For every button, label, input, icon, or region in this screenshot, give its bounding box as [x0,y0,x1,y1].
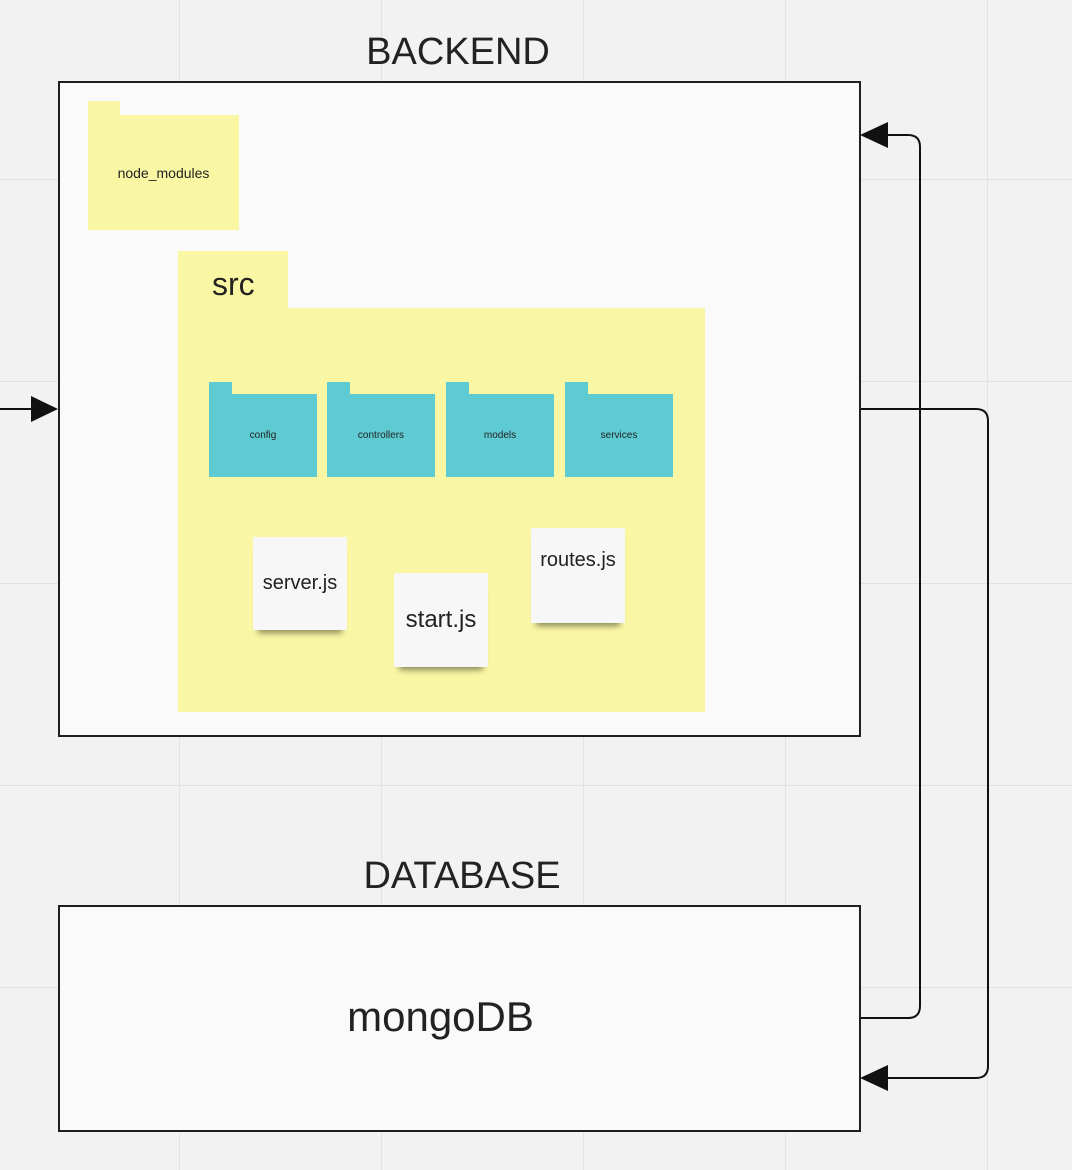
folder-tab: src [178,251,288,309]
node-modules-label: node_modules [117,164,210,181]
start-js-label: start.js [405,606,477,633]
routes-js-note[interactable]: routes.js [531,528,625,623]
start-js-note[interactable]: start.js [394,573,488,667]
backend-to-database-connector [861,408,989,1079]
routes-js-label: routes.js [540,549,616,571]
server-js-note[interactable]: server.js [253,537,347,630]
folder-tab [88,101,120,116]
models-folder[interactable]: models [446,382,554,477]
src-folder-label: src [212,266,255,302]
folder-tab [209,382,232,395]
database-to-backend-connector [861,134,921,1019]
incoming-arrowhead [31,396,58,422]
mongodb-label: mongoDB [347,993,534,1040]
backend-arrowhead [860,122,888,148]
database-arrowhead [860,1065,888,1091]
src-folder[interactable]: src config controllers models services s… [178,251,705,712]
node-modules-folder[interactable]: node_modules [88,101,239,230]
folder-tab [446,382,469,395]
services-folder-label: services [600,430,638,441]
server-js-label: server.js [262,572,338,594]
controllers-folder-label: controllers [357,430,405,441]
folder-tab [327,382,350,395]
database-frame-title: DATABASE [363,855,561,897]
config-folder-label: config [249,430,277,441]
services-folder[interactable]: services [565,382,673,477]
controllers-folder[interactable]: controllers [327,382,435,477]
config-folder[interactable]: config [209,382,317,477]
models-folder-label: models [483,430,517,441]
folder-tab [565,382,588,395]
database-frame[interactable]: mongoDB [58,905,861,1132]
backend-frame-title: BACKEND [366,31,550,73]
